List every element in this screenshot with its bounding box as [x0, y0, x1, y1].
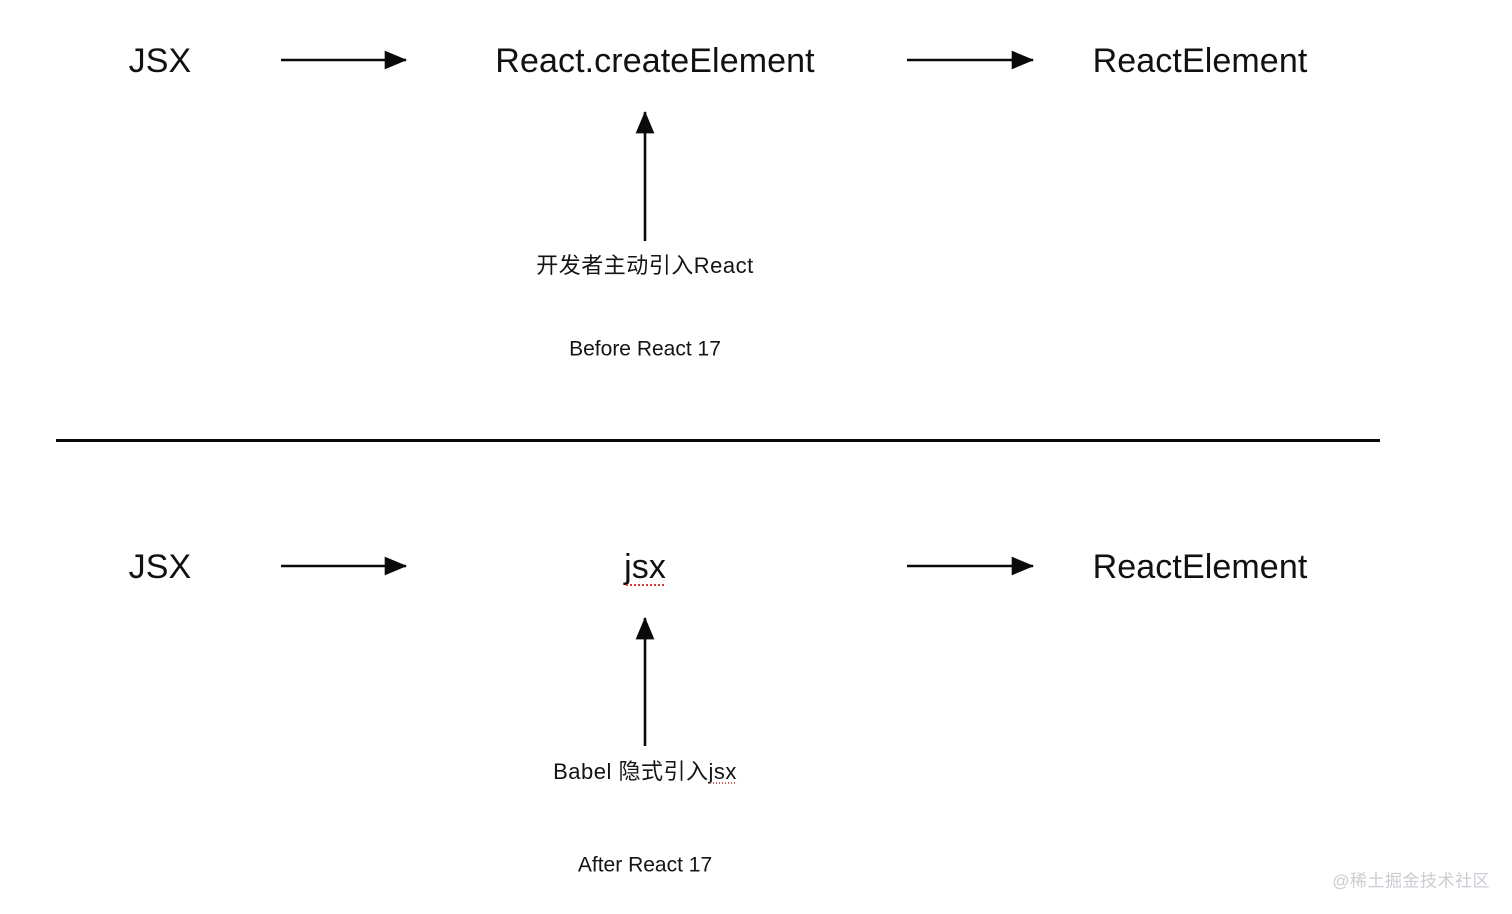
site-watermark: @稀土掘金技术社区	[1332, 871, 1490, 891]
before-stage-create-element: React.createElement	[495, 42, 815, 80]
before-section-caption: Before React 17	[569, 337, 721, 361]
before-stage-jsx: JSX	[128, 42, 192, 80]
section-divider	[56, 439, 1380, 442]
after-stage-jsx-runtime: jsx	[624, 548, 666, 586]
before-input-annotation: 开发者主动引入React	[536, 253, 754, 278]
after-stage-react-element: ReactElement	[1092, 548, 1308, 586]
after-input-annotation-prefix: Babel 隐式引入	[553, 759, 709, 784]
before-stage-react-element: ReactElement	[1092, 42, 1308, 80]
after-input-annotation-suffix: jsx	[708, 759, 738, 784]
after-stage-jsx-runtime-label: jsx	[624, 548, 666, 586]
after-stage-jsx: JSX	[128, 548, 192, 586]
after-section-caption: After React 17	[577, 853, 713, 877]
after-input-annotation: Babel 隐式引入jsx	[553, 759, 738, 784]
